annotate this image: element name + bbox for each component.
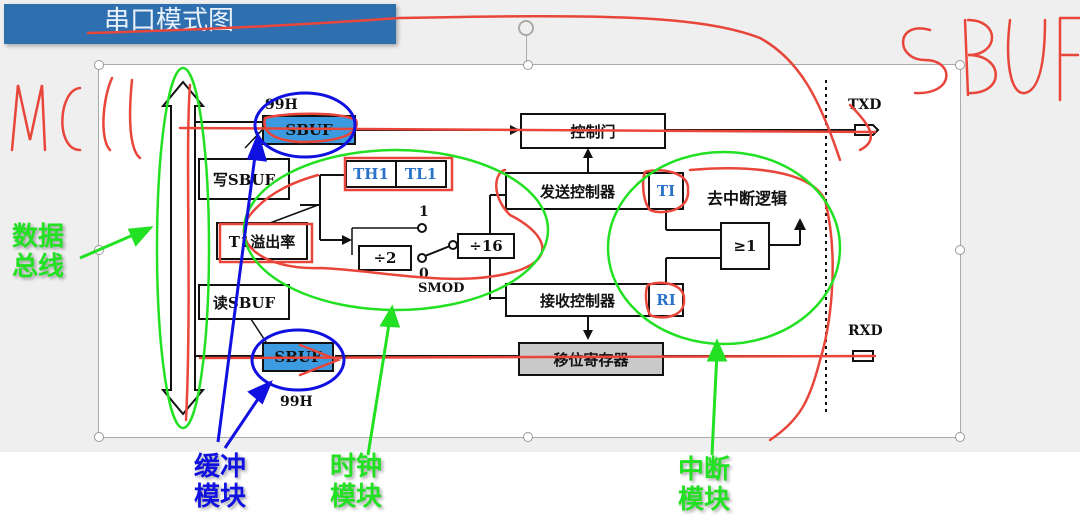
sbuf-top-label: SBUF — [285, 121, 333, 139]
div2-block: ÷2 — [358, 245, 412, 271]
ink-th-tl-box — [343, 156, 454, 192]
anno-buffer-line1: 缓冲 — [194, 452, 247, 482]
anno-interrupt-line2: 模块 — [678, 485, 731, 515]
ti-flag: TI — [648, 172, 684, 210]
ink-tx-path — [178, 103, 877, 152]
rotate-handle-stem — [526, 36, 527, 62]
div16-label: ÷16 — [469, 237, 503, 255]
tx-controller-label: 发送控制器 — [539, 182, 615, 201]
ink-ti-loop — [641, 169, 690, 214]
resize-handle-mr[interactable] — [955, 245, 965, 255]
ink-rx-path — [198, 343, 877, 377]
anno-data-bus-line2: 总线 — [12, 252, 65, 282]
rx-controller-label: 接收控制器 — [539, 291, 615, 310]
rotate-handle-icon[interactable] — [518, 20, 534, 36]
ri-label: RI — [656, 291, 676, 309]
anno-clock-line1: 时钟 — [330, 452, 383, 482]
anno-buffer-module: 缓冲 模块 — [194, 452, 246, 512]
ink-data-bus-ellipse — [155, 66, 211, 430]
anno-buffer-line2: 模块 — [194, 482, 247, 512]
txd-label: TXD — [848, 97, 882, 113]
resize-handle-bm[interactable] — [523, 432, 533, 442]
ink-sbuf-circle — [263, 112, 358, 144]
anno-clock-line2: 模块 — [330, 482, 383, 512]
ink-ri-loop — [644, 281, 686, 319]
tl1-block: TL1 — [395, 160, 447, 188]
div16-block: ÷16 — [457, 233, 515, 259]
anno-data-bus: 数据 总线 — [12, 222, 64, 282]
ink-mcu-text — [10, 76, 142, 160]
read-sbuf-label: 读SBUF — [212, 293, 276, 312]
anno-data-bus-line1: 数据 — [12, 222, 65, 252]
or-gate-label: ≥1 — [733, 237, 757, 255]
interrupt-logic-label: 去中断逻辑 — [707, 189, 788, 208]
th1-label: TH1 — [353, 165, 389, 183]
slide-title: 串口模式图 — [4, 4, 396, 44]
sbuf-bottom-address: 99H — [280, 394, 313, 410]
anno-interrupt-line1: 中断 — [678, 455, 731, 485]
resize-handle-tm[interactable] — [523, 60, 533, 70]
data-bus-arrow — [160, 80, 206, 416]
or-gate-block: ≥1 — [720, 222, 770, 270]
t1-overflow-block: T1溢出率 — [216, 222, 308, 260]
resize-handle-bl[interactable] — [94, 432, 104, 442]
write-sbuf-block: 写SBUF — [198, 158, 290, 200]
anno-clock-module: 时钟 模块 — [330, 452, 382, 512]
ink-sbuf-top-circle — [253, 91, 357, 159]
ink-bus-line — [184, 83, 192, 422]
shift-register-block: 移位寄存器 — [518, 342, 664, 376]
tl1-label: TL1 — [404, 165, 438, 183]
ink-interrupt-loop — [688, 167, 834, 442]
bottom-area — [0, 452, 1080, 529]
ink-sbuf-text — [901, 16, 1080, 102]
ink-interrupt-ellipse — [606, 150, 842, 346]
shift-register-label: 移位寄存器 — [553, 350, 629, 369]
ink-clock-ellipse — [242, 148, 550, 312]
rxd-label: RXD — [848, 323, 883, 339]
write-sbuf-label: 写SBUF — [212, 170, 276, 189]
switch-0-label: 0 — [419, 266, 429, 282]
switch-1-label: 1 — [419, 204, 429, 220]
div2-label: ÷2 — [373, 249, 397, 267]
ink-t1-box — [218, 222, 314, 264]
ink-title-strike — [86, 14, 842, 162]
read-sbuf-block: 读SBUF — [198, 284, 290, 320]
ink-sbuf-bottom-circle — [250, 328, 346, 392]
smod-label: SMOD — [418, 281, 465, 296]
anno-interrupt-module: 中断 模块 — [678, 455, 730, 515]
ink-clock-loop — [242, 168, 544, 281]
resize-handle-tl[interactable] — [94, 60, 104, 70]
resize-handle-tr[interactable] — [955, 60, 965, 70]
resize-handle-br[interactable] — [955, 432, 965, 442]
ti-label: TI — [656, 182, 676, 200]
